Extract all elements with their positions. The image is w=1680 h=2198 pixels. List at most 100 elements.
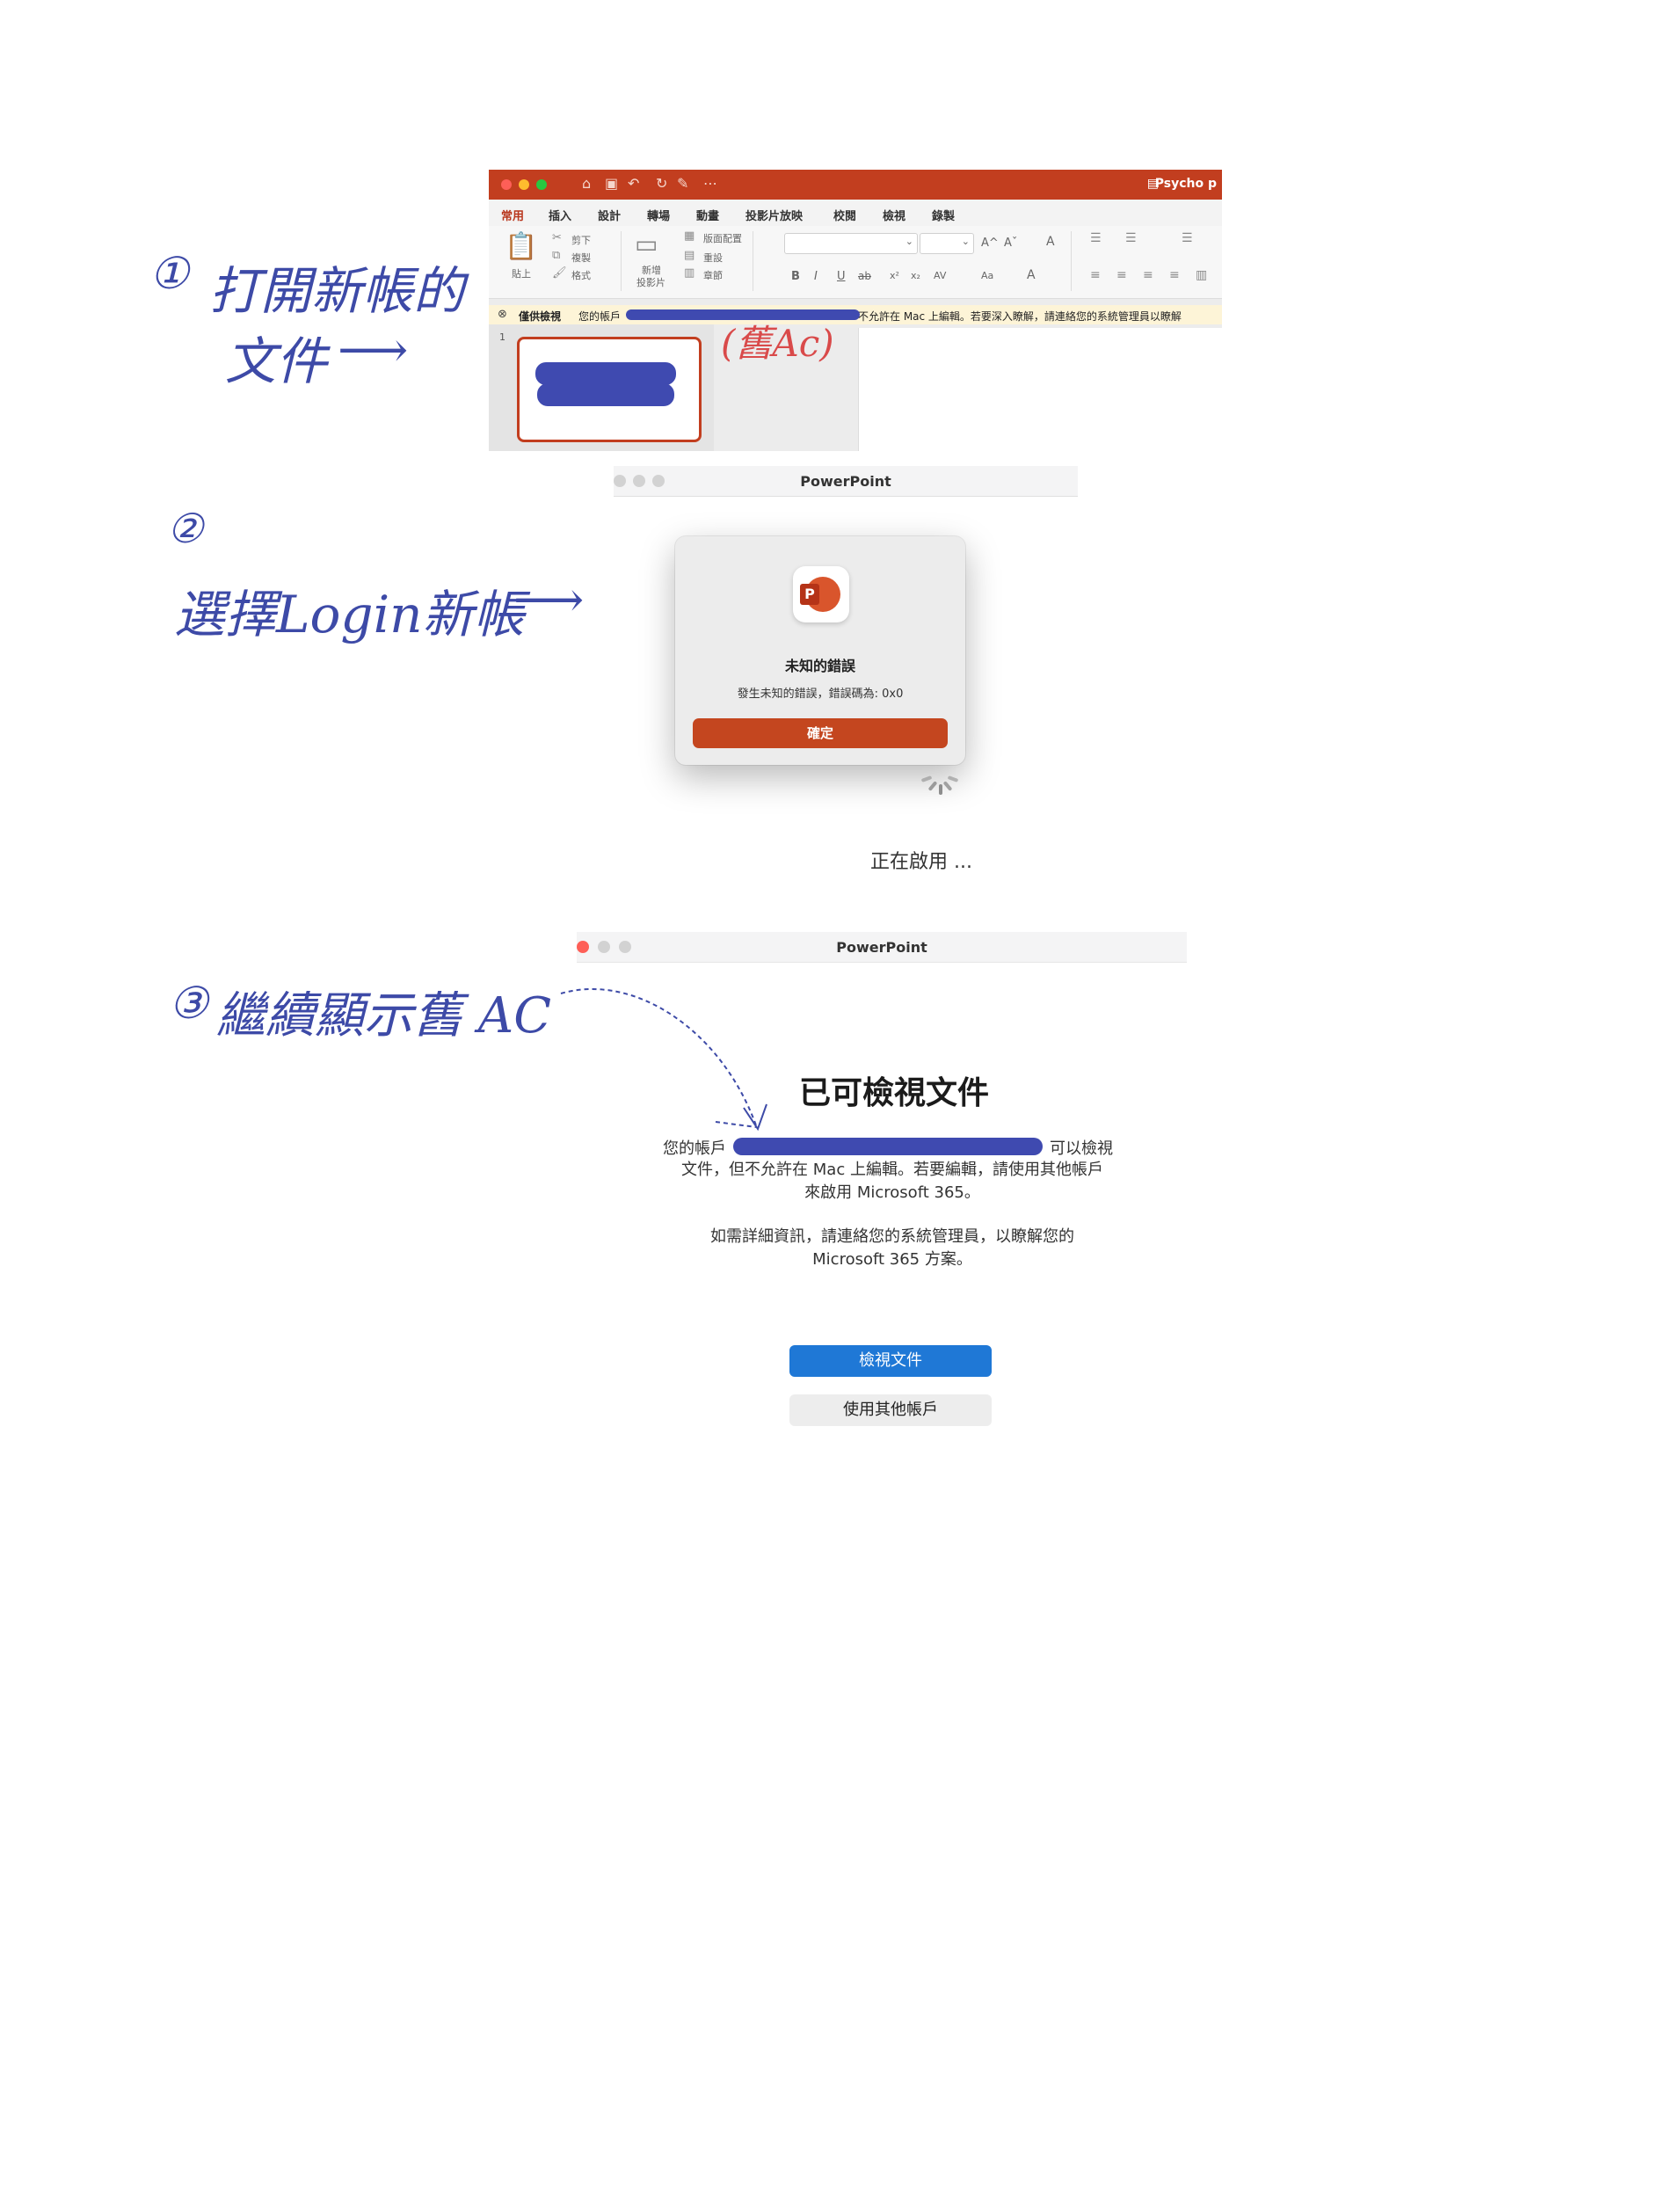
tab-design[interactable]: 設計 bbox=[598, 210, 622, 223]
redacted-account bbox=[733, 1138, 1043, 1155]
new-slide-icon[interactable]: ▭ bbox=[635, 229, 658, 258]
layout-label[interactable]: 版面配置 bbox=[703, 233, 742, 244]
tab-slideshow[interactable]: 投影片放映 bbox=[745, 210, 804, 223]
minimize-window-button[interactable] bbox=[598, 941, 610, 953]
font-color-button[interactable]: A bbox=[1027, 268, 1036, 282]
message-prefix: 您的帳戶 bbox=[578, 310, 622, 323]
powerpoint-app-icon: P bbox=[793, 566, 849, 622]
document-icon: ▤ bbox=[1146, 177, 1159, 191]
powerpoint-logo-letter: P bbox=[800, 584, 819, 605]
slide-canvas[interactable] bbox=[858, 328, 1222, 451]
section-label[interactable]: 章節 bbox=[703, 270, 723, 281]
window-title: PowerPoint bbox=[836, 939, 927, 956]
ribbon-home: 📋 貼上 ✂ 剪下 ⧉ 複製 🖌 格式 ▭ 新增 投影片 ▦ 版面配置 ▤ 重設… bbox=[489, 226, 1222, 299]
tab-transitions[interactable]: 轉場 bbox=[647, 210, 671, 223]
step1-annotation-line2: 文件 bbox=[225, 331, 328, 391]
home-icon[interactable]: ⌂ bbox=[582, 175, 592, 192]
zoom-window-button[interactable] bbox=[536, 179, 547, 190]
paste-icon[interactable]: 📋 bbox=[505, 231, 538, 262]
copy-label[interactable]: 複製 bbox=[571, 252, 591, 264]
copy-icon[interactable]: ⧉ bbox=[552, 249, 561, 262]
redacted-account bbox=[626, 309, 860, 320]
more-icon[interactable]: ⋯ bbox=[703, 175, 717, 192]
reset-icon[interactable]: ▤ bbox=[684, 249, 695, 262]
cut-label[interactable]: 剪下 bbox=[571, 235, 591, 246]
powerpoint-window-screenshot: ⌂ ▣ ↶ ↻ ✎ ⋯ ▤ Psycho p 常用 插入 設計 轉場 動畫 投影… bbox=[489, 170, 1222, 451]
grow-font-button[interactable]: A^ bbox=[981, 237, 999, 250]
redacted-slide-title bbox=[535, 362, 676, 385]
strikethrough-button[interactable]: ab bbox=[858, 270, 871, 282]
close-window-button[interactable] bbox=[577, 941, 589, 953]
redo-icon[interactable]: ↻ bbox=[656, 175, 668, 192]
zoom-window-button[interactable] bbox=[619, 941, 631, 953]
close-window-button[interactable] bbox=[614, 475, 626, 487]
justify-icon[interactable]: ≡ bbox=[1169, 268, 1180, 282]
chevron-down-icon: ⌄ bbox=[961, 236, 970, 247]
step3-marker: ③ bbox=[169, 978, 208, 1029]
bold-button[interactable]: B bbox=[791, 270, 800, 283]
superscript-button[interactable]: x² bbox=[890, 270, 899, 281]
format-painter-icon[interactable]: 🖌 bbox=[552, 266, 567, 280]
activating-status-text: 正在啟用 ... bbox=[870, 851, 972, 873]
ok-button[interactable]: 確定 bbox=[693, 718, 948, 748]
numbering-icon[interactable]: ☰ bbox=[1125, 231, 1137, 245]
subscript-button[interactable]: x₂ bbox=[911, 270, 920, 281]
document-title: Psycho p bbox=[1154, 177, 1217, 191]
minimize-window-button[interactable] bbox=[633, 475, 645, 487]
bullets-icon[interactable]: ☰ bbox=[1090, 231, 1102, 245]
clear-format-button[interactable]: A bbox=[1046, 235, 1055, 249]
close-window-button[interactable] bbox=[501, 179, 512, 190]
use-other-account-button[interactable]: 使用其他帳戶 bbox=[789, 1394, 992, 1426]
font-size-select[interactable]: ⌄ bbox=[920, 233, 974, 254]
align-right-icon[interactable]: ≡ bbox=[1143, 268, 1153, 282]
window-title: PowerPoint bbox=[800, 473, 891, 490]
zoom-window-button[interactable] bbox=[652, 475, 665, 487]
tab-view[interactable]: 檢視 bbox=[883, 210, 906, 223]
account-line-prefix: 您的帳戶 bbox=[663, 1139, 726, 1158]
font-family-select[interactable]: ⌄ bbox=[784, 233, 918, 254]
ribbon-divider bbox=[621, 231, 622, 291]
align-left-icon[interactable]: ≡ bbox=[1090, 268, 1101, 282]
section-icon[interactable]: ▥ bbox=[684, 266, 695, 280]
tab-review[interactable]: 校閱 bbox=[833, 210, 857, 223]
view-only-heading: 已可檢視文件 bbox=[798, 1075, 989, 1111]
indent-icon[interactable]: ☰ bbox=[1182, 231, 1193, 245]
step1-marker: ① bbox=[149, 248, 189, 299]
minimize-window-button[interactable] bbox=[519, 179, 529, 190]
step1-annotation-line1: 打開新帳的 bbox=[209, 261, 465, 321]
error-dialog: P 未知的錯誤 發生未知的錯誤，錯誤碼為: 0x0 確定 bbox=[675, 536, 965, 765]
undo-icon[interactable]: ↶ bbox=[628, 175, 640, 192]
view-document-button[interactable]: 檢視文件 bbox=[789, 1345, 992, 1377]
layout-icon[interactable]: ▦ bbox=[684, 229, 695, 243]
step2-marker: ② bbox=[167, 505, 204, 552]
format-label[interactable]: 格式 bbox=[571, 270, 591, 281]
slide-thumbnail[interactable] bbox=[517, 337, 702, 442]
tab-record[interactable]: 錄製 bbox=[932, 210, 956, 223]
change-case-button[interactable]: Aa bbox=[981, 270, 994, 281]
powerpoint-titlebar: PowerPoint bbox=[614, 466, 1078, 497]
view-only-message-bar: ⊗ 僅供檢視 您的帳戶 不允許在 Mac 上編輯。若要深入瞭解，請連絡您的系統管… bbox=[489, 305, 1222, 324]
redacted-slide-subtitle bbox=[537, 383, 674, 406]
tab-animations[interactable]: 動畫 bbox=[696, 210, 720, 223]
step1-arrow: ⟶ bbox=[338, 322, 409, 379]
align-center-icon[interactable]: ≡ bbox=[1116, 268, 1127, 282]
chevron-down-icon: ⌄ bbox=[905, 236, 913, 247]
paste-label: 貼上 bbox=[512, 268, 531, 280]
ribbon-divider bbox=[1071, 231, 1072, 291]
tab-home[interactable]: 常用 bbox=[501, 207, 525, 230]
edit-icon[interactable]: ✎ bbox=[677, 175, 689, 192]
underline-button[interactable]: U bbox=[837, 270, 846, 283]
italic-button[interactable]: I bbox=[814, 270, 818, 283]
save-icon[interactable]: ▣ bbox=[605, 175, 619, 192]
reset-label[interactable]: 重設 bbox=[703, 252, 723, 264]
shrink-font-button[interactable]: Aˇ bbox=[1004, 237, 1018, 250]
powerpoint-titlebar: PowerPoint bbox=[577, 932, 1187, 963]
ribbon-tabs: 常用 插入 設計 轉場 動畫 投影片放映 校閱 檢視 錄製 bbox=[489, 200, 1222, 230]
char-spacing-button[interactable]: AV bbox=[934, 270, 947, 281]
columns-icon[interactable]: ▥ bbox=[1196, 268, 1208, 282]
cut-icon[interactable]: ✂ bbox=[552, 231, 562, 244]
contact-admin-text: 如需詳細資訊，請連絡您的系統管理員，以瞭解您的 bbox=[710, 1227, 1074, 1246]
tab-insert[interactable]: 插入 bbox=[549, 210, 572, 223]
step2-arrow: ⟶ bbox=[513, 571, 585, 629]
account-line-suffix: 可以檢視 bbox=[1050, 1139, 1113, 1158]
